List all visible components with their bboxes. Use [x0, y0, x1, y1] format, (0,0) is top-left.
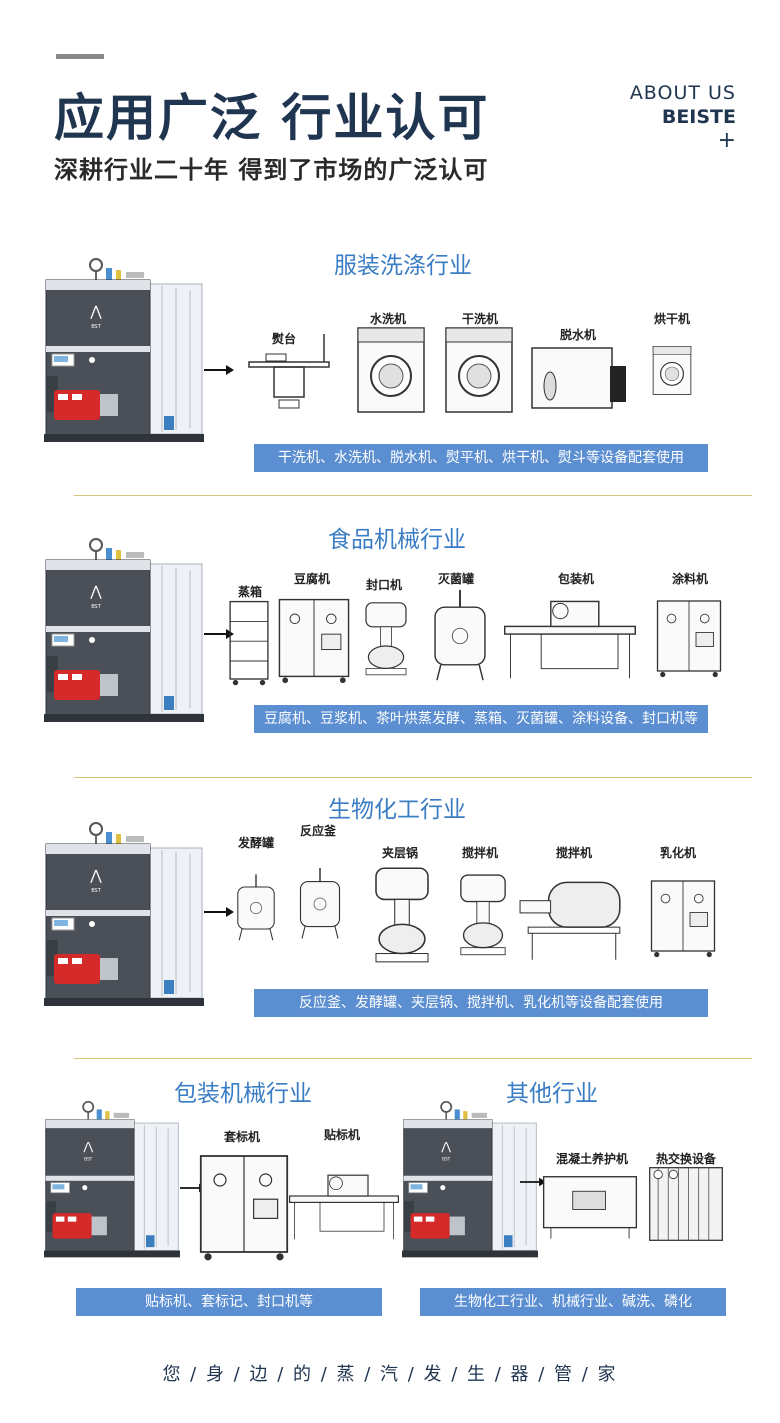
section-caption: 豆腐机、豆浆机、茶叶烘蒸发酵、蒸箱、灭菌罐、涂料设备、封口机等	[254, 705, 708, 733]
section-caption: 反应釜、发酵罐、夹层锅、搅拌机、乳化机等设备配套使用	[254, 989, 708, 1017]
equipment-spin-dryer	[530, 336, 630, 416]
boiler-illustration	[44, 1100, 180, 1259]
equipment-label: 混凝土养护机	[556, 1152, 629, 1166]
section-title-food: 食品机械行业	[328, 527, 466, 553]
equipment-label: 乳化机	[660, 846, 697, 860]
section-divider	[74, 495, 752, 496]
equipment-labeler	[288, 1144, 400, 1264]
equipment-label: 套标机	[224, 1130, 261, 1144]
equipment-label: 豆腐机	[294, 572, 331, 586]
brand-name: BEISTE	[661, 106, 736, 128]
plus-icon: +	[717, 128, 736, 153]
footer-slogan: 您 / 身 / 边 / 的 / 蒸 / 汽 / 发 / 生 / 器 / 管 / …	[162, 1364, 618, 1385]
equipment-tofu-machine	[274, 590, 354, 686]
about-us-label: ABOUT US	[629, 82, 736, 104]
equipment-label: 夹层锅	[382, 846, 419, 860]
boiler-illustration	[44, 537, 204, 724]
equipment-ironing-table	[244, 332, 334, 412]
equipment-label: 水洗机	[370, 312, 407, 326]
equipment-label: 热交换设备	[656, 1152, 717, 1166]
equipment-emulsifier	[648, 866, 718, 966]
equipment-label: 熨台	[272, 332, 297, 346]
section-title-laundry: 服装洗涤行业	[334, 253, 472, 279]
equipment-label: 搅拌机	[556, 846, 593, 860]
page-subtitle: 深耕行业二十年 得到了市场的广泛认可	[54, 156, 489, 184]
equipment-label: 贴标机	[324, 1128, 361, 1142]
page-title: 应用广泛 行业认可	[54, 89, 490, 147]
equipment-label: 搅拌机	[462, 846, 499, 860]
equipment-label: 发酵罐	[238, 836, 275, 850]
section-caption: 生物化工行业、机械行业、碱洗、磷化	[420, 1288, 726, 1316]
section-divider	[74, 1058, 752, 1059]
about-us-block: ABOUT US BEISTE +	[630, 82, 736, 153]
equipment-tumble-dryer	[652, 326, 692, 416]
equipment-label: 蒸箱	[238, 585, 263, 599]
equipment-heat-exchanger	[648, 1166, 724, 1242]
equipment-label: 干洗机	[462, 312, 499, 326]
boiler-illustration	[44, 257, 204, 444]
equipment-sealer	[358, 592, 414, 684]
equipment-packager	[500, 588, 640, 684]
equipment-sleeve-labeler	[196, 1144, 292, 1264]
equipment-washer	[356, 326, 426, 416]
equipment-reactor	[290, 844, 350, 964]
section-title-other: 其他行业	[506, 1081, 598, 1107]
boiler-illustration	[402, 1100, 538, 1259]
equipment-label: 反应釜	[300, 824, 337, 838]
section-divider	[74, 777, 752, 778]
equipment-drum-mixer	[518, 872, 630, 964]
arrow-right-icon	[204, 364, 234, 376]
equipment-steam-cabinet	[226, 598, 272, 688]
equipment-fermenter	[228, 852, 284, 964]
equipment-mixer	[452, 862, 514, 966]
section-caption: 干洗机、水洗机、脱水机、熨平机、烘干机、熨斗等设备配套使用	[254, 444, 708, 472]
section-title-biochem: 生物化工行业	[328, 797, 466, 823]
equipment-dry-cleaner	[444, 326, 514, 416]
equipment-label: 涂料机	[672, 572, 709, 586]
equipment-label: 灭菌罐	[438, 572, 475, 586]
header-accent-bar	[56, 54, 104, 59]
section-title-packaging: 包装机械行业	[174, 1081, 312, 1107]
equipment-label: 封口机	[366, 578, 403, 592]
equipment-concrete-curing	[540, 1164, 640, 1244]
equipment-label: 包装机	[558, 572, 595, 586]
equipment-coater	[654, 588, 724, 684]
boiler-illustration	[44, 821, 204, 1008]
equipment-sterilizer	[420, 588, 500, 684]
equipment-jacketed-kettle	[364, 862, 440, 966]
equipment-label: 脱水机	[560, 328, 597, 342]
section-caption: 贴标机、套标记、封口机等	[76, 1288, 382, 1316]
equipment-label: 烘干机	[654, 312, 691, 326]
